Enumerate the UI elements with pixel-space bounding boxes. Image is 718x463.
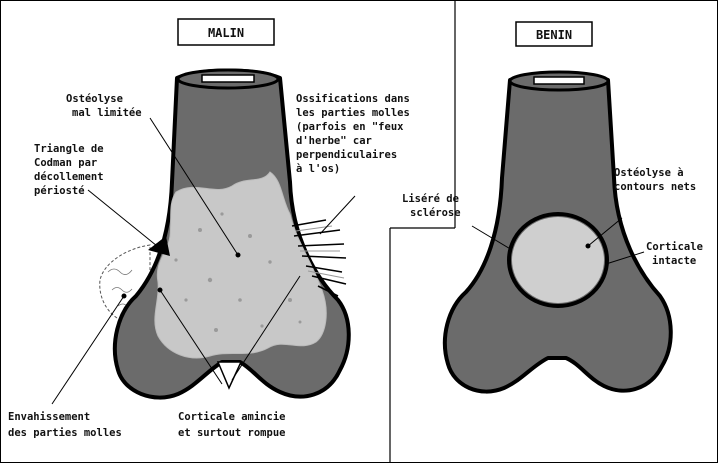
label-codman: Triangle de Codman par décollement pério… xyxy=(34,143,110,197)
label-ossifications: Ossifications dans les parties molles (p… xyxy=(296,93,416,175)
cortical-break xyxy=(218,362,241,388)
malin-title: MALIN xyxy=(208,26,244,40)
malin-title-box: MALIN xyxy=(178,19,274,45)
benin-canal xyxy=(534,77,584,84)
benin-panel: BENIN Liséré de sclérose Ostéolyse à con… xyxy=(402,22,709,392)
benin-title-box: BENIN xyxy=(516,22,592,46)
malin-panel: MALIN xyxy=(8,19,416,439)
label-corticale-benin: Corticale intacte xyxy=(646,241,709,267)
malin-canal xyxy=(202,75,254,82)
label-liseree: Liséré de sclérose xyxy=(402,193,465,219)
benin-osteolysis xyxy=(512,217,604,303)
label-osteolyse-malin: Ostéolyse mal limitée xyxy=(66,93,142,119)
label-corticale-malin: Corticale amincie et surtout rompue xyxy=(178,411,292,439)
label-osteolyse-benin: Ostéolyse à contours nets xyxy=(614,167,696,193)
malin-osteolysis xyxy=(155,172,326,358)
benin-title: BENIN xyxy=(536,28,572,42)
label-envahissement: Envahissement des parties molles xyxy=(8,411,122,439)
